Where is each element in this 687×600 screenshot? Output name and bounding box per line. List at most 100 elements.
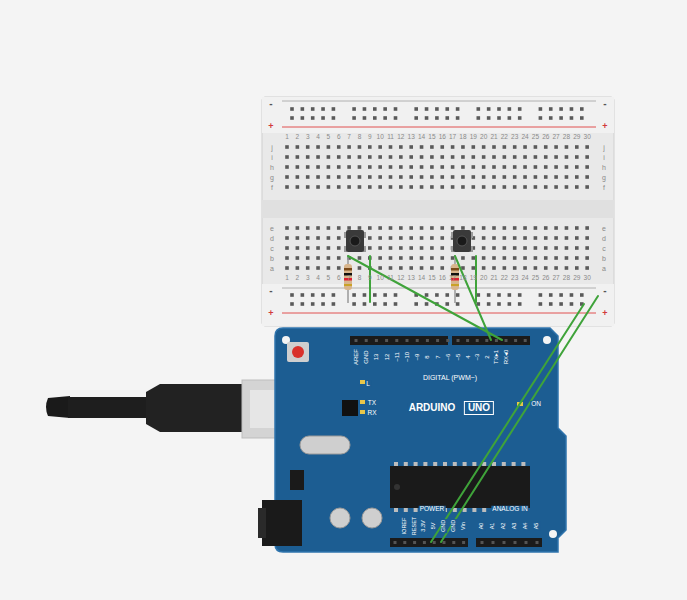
hole bbox=[554, 185, 558, 189]
hole bbox=[378, 266, 382, 270]
hole bbox=[435, 293, 439, 297]
hole bbox=[440, 256, 444, 260]
hole bbox=[559, 107, 563, 111]
hole bbox=[544, 165, 548, 169]
hole bbox=[383, 293, 387, 297]
board-model: UNO bbox=[464, 401, 494, 415]
hole bbox=[513, 165, 517, 169]
hole bbox=[570, 116, 574, 120]
column-number: 30 bbox=[584, 134, 591, 141]
column-number: 29 bbox=[573, 134, 580, 141]
column-number: 3 bbox=[306, 134, 310, 141]
hole bbox=[347, 175, 351, 179]
hole bbox=[513, 236, 517, 240]
hole bbox=[565, 145, 569, 149]
hole bbox=[425, 302, 429, 306]
hole bbox=[472, 165, 476, 169]
chip-pin bbox=[414, 508, 418, 512]
chip-pin bbox=[521, 462, 525, 466]
hole bbox=[425, 116, 429, 120]
hole bbox=[492, 246, 496, 250]
row-letter: f bbox=[271, 184, 273, 191]
hole bbox=[451, 256, 455, 260]
hole bbox=[332, 293, 336, 297]
hole bbox=[554, 155, 558, 159]
column-number: 18 bbox=[459, 134, 466, 141]
column-number: 12 bbox=[397, 275, 404, 282]
hole bbox=[503, 226, 507, 230]
hole bbox=[332, 302, 336, 306]
row-letter: i bbox=[603, 154, 605, 161]
hole bbox=[554, 226, 558, 230]
chip-pin bbox=[394, 508, 398, 512]
hole bbox=[347, 155, 351, 159]
row-letter: h bbox=[270, 164, 274, 171]
pin-label: 7 bbox=[435, 354, 441, 359]
hole bbox=[539, 107, 543, 111]
hole bbox=[440, 266, 444, 270]
hole bbox=[290, 293, 294, 297]
header-hole bbox=[524, 339, 527, 342]
hole bbox=[518, 293, 522, 297]
header-holes bbox=[355, 339, 539, 544]
led-label: ON bbox=[530, 401, 542, 408]
rail-sign: + bbox=[602, 122, 607, 131]
hole bbox=[565, 175, 569, 179]
hole bbox=[544, 226, 548, 230]
hole bbox=[306, 155, 310, 159]
hole bbox=[477, 107, 481, 111]
hole bbox=[580, 116, 584, 120]
hole bbox=[420, 246, 424, 250]
hole bbox=[409, 266, 413, 270]
hole bbox=[399, 185, 403, 189]
hole bbox=[513, 185, 517, 189]
rail-line bbox=[282, 288, 596, 289]
hole bbox=[523, 246, 527, 250]
column-number: 2 bbox=[296, 134, 300, 141]
hole bbox=[327, 226, 331, 230]
header-title: ANALOG IN bbox=[491, 506, 528, 513]
hole bbox=[554, 256, 558, 260]
hole bbox=[456, 107, 460, 111]
header-hole bbox=[406, 339, 409, 342]
hole bbox=[585, 155, 589, 159]
hole bbox=[420, 236, 424, 240]
hole bbox=[482, 226, 486, 230]
hole bbox=[394, 302, 398, 306]
hole bbox=[503, 155, 507, 159]
hole bbox=[461, 226, 465, 230]
header-hole bbox=[385, 339, 388, 342]
hole bbox=[285, 165, 289, 169]
hole bbox=[389, 256, 393, 260]
hole bbox=[327, 236, 331, 240]
hole bbox=[580, 293, 584, 297]
column-number: 22 bbox=[501, 134, 508, 141]
hole bbox=[389, 185, 393, 189]
column-number: 16 bbox=[439, 134, 446, 141]
pin-label: IOREF bbox=[402, 517, 408, 536]
hole bbox=[430, 185, 434, 189]
hole bbox=[472, 185, 476, 189]
pin-label: TX▸1 bbox=[493, 349, 499, 365]
hole bbox=[492, 175, 496, 179]
row-letter: j bbox=[603, 144, 605, 151]
jumper-wire bbox=[348, 256, 598, 542]
header-hole bbox=[452, 541, 455, 544]
hole bbox=[518, 107, 522, 111]
hole bbox=[503, 175, 507, 179]
column-number: 24 bbox=[521, 275, 528, 282]
hole bbox=[389, 266, 393, 270]
hole bbox=[352, 293, 356, 297]
hole bbox=[337, 226, 341, 230]
column-number: 21 bbox=[490, 275, 497, 282]
hole bbox=[321, 116, 325, 120]
hole bbox=[585, 256, 589, 260]
hole bbox=[409, 145, 413, 149]
hole bbox=[518, 116, 522, 120]
hole bbox=[306, 236, 310, 240]
pin-label: GND bbox=[441, 519, 447, 533]
hole bbox=[497, 116, 501, 120]
pin-label: 13 bbox=[373, 353, 379, 362]
hole bbox=[575, 266, 579, 270]
hole bbox=[358, 266, 362, 270]
